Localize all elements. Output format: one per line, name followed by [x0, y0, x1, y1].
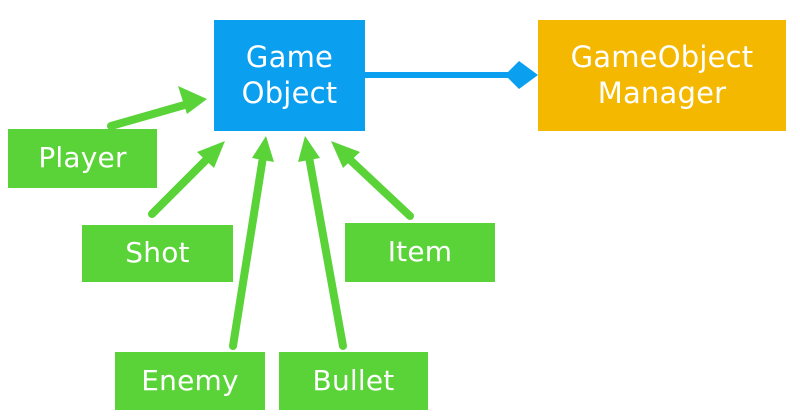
class-gameobject-manager: GameObject Manager — [538, 20, 786, 131]
class-manager-line1: GameObject — [570, 40, 754, 75]
class-shot: Shot — [82, 225, 233, 282]
class-item-label: Item — [387, 235, 453, 269]
edge-bullet-gameobject — [305, 153, 347, 350]
edge-item-gameobject — [342, 152, 414, 220]
arrowhead-player — [178, 86, 207, 114]
class-player-label: Player — [38, 141, 127, 175]
class-enemy: Enemy — [115, 352, 265, 410]
class-shot-label: Shot — [125, 236, 190, 270]
class-player: Player — [8, 129, 157, 188]
class-gameobject-line2: Object — [241, 75, 338, 110]
edge-enemy-gameobject — [229, 153, 267, 350]
arrowhead-bullet — [298, 136, 320, 162]
class-gameobject: Game Object — [214, 20, 365, 131]
class-item: Item — [345, 223, 495, 282]
edge-shot-gameobject — [148, 152, 214, 218]
class-bullet: Bullet — [279, 352, 428, 410]
composition-diamond — [505, 61, 538, 89]
class-gameobject-line1: Game — [245, 40, 334, 75]
class-manager-line2: Manager — [597, 75, 727, 110]
arrowhead-item — [331, 141, 360, 168]
arrowhead-shot — [197, 141, 225, 168]
edge-player-gameobject — [107, 100, 192, 130]
class-bullet-label: Bullet — [312, 363, 395, 397]
arrowhead-enemy — [252, 136, 274, 162]
class-enemy-label: Enemy — [141, 363, 239, 397]
